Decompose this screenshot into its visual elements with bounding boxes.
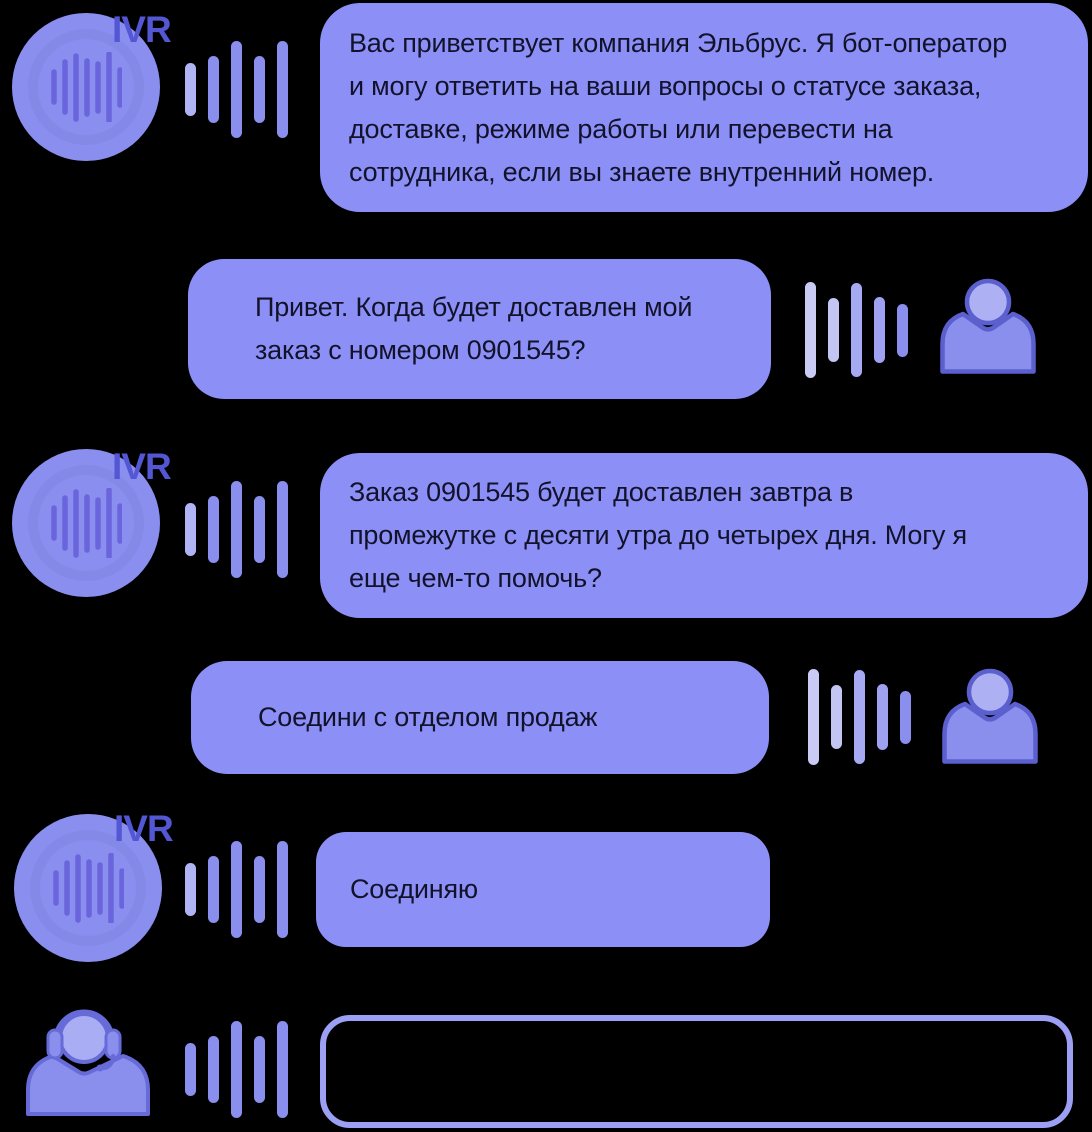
sound-wave-icon	[808, 669, 911, 765]
ivr-bot-avatar	[12, 449, 160, 597]
message-text: Заказ 0901545 будет доставлен завтра в п…	[349, 477, 967, 593]
message-text: Вас приветствует компания Эльбрус. Я бот…	[349, 27, 1008, 187]
sound-wave-icon	[185, 1020, 288, 1118]
sound-wave-icon	[185, 840, 288, 938]
message-text: Соединяю	[350, 874, 478, 904]
ivr-label: IVR	[112, 9, 172, 50]
sound-wave-icon	[185, 40, 288, 138]
user-icon	[940, 278, 1036, 374]
ivr-bot-avatar	[14, 814, 162, 962]
operator-message-bubble-empty	[320, 1015, 1073, 1128]
message-text: Привет. Когда будет доставлен мой заказ …	[255, 292, 693, 365]
ivr-message-bubble: Вас приветствует компания Эльбрус. Я бот…	[320, 3, 1088, 212]
waveform-icon	[53, 853, 124, 923]
ivr-message-bubble: Соединяю	[316, 832, 770, 947]
operator-headset-icon	[26, 1009, 150, 1116]
ivr-message-bubble: Заказ 0901545 будет доставлен завтра в п…	[320, 453, 1088, 618]
sound-wave-icon	[185, 480, 288, 578]
ivr-bot-avatar	[12, 13, 160, 161]
ivr-label: IVR	[112, 446, 172, 487]
message-text: Соедини с отделом продаж	[258, 702, 598, 732]
waveform-icon	[51, 488, 122, 558]
user-message-bubble: Соедини с отделом продаж	[191, 661, 769, 774]
user-icon	[942, 668, 1038, 764]
waveform-icon	[51, 52, 122, 122]
ivr-label: IVR	[114, 808, 174, 849]
sound-wave-icon	[805, 282, 908, 378]
user-message-bubble: Привет. Когда будет доставлен мой заказ …	[188, 259, 771, 399]
